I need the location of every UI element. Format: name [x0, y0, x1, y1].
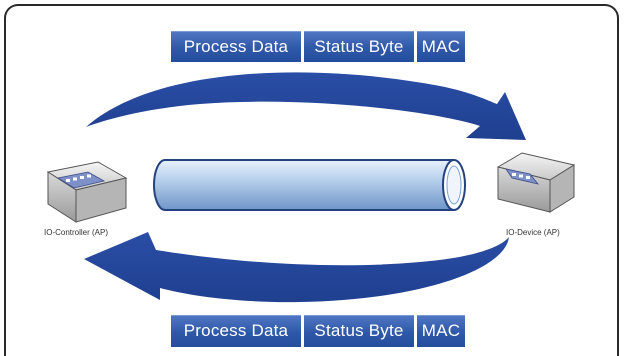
io-device-label: IO-Device (AP): [506, 228, 560, 237]
bottom-frame-process-data: Process Data: [171, 315, 301, 347]
io-device-icon: [496, 152, 576, 213]
bottom-frame-mac: MAC: [417, 315, 465, 347]
top-frame-status-byte: Status Byte: [304, 31, 414, 62]
io-controller-label: IO-Controller (AP): [44, 228, 109, 237]
top-frame-process-data: Process Data: [171, 31, 301, 62]
top-frame: Process Data Status Byte MAC: [171, 31, 465, 62]
top-frame-mac: MAC: [417, 31, 465, 62]
bottom-frame-status-byte: Status Byte: [304, 315, 414, 347]
network-pipe: [153, 159, 466, 211]
arrow-top: [86, 72, 526, 140]
io-controller-device-icon: [46, 161, 128, 223]
bottom-frame: Process Data Status Byte MAC: [171, 315, 465, 347]
arrow-bottom: [84, 232, 509, 303]
